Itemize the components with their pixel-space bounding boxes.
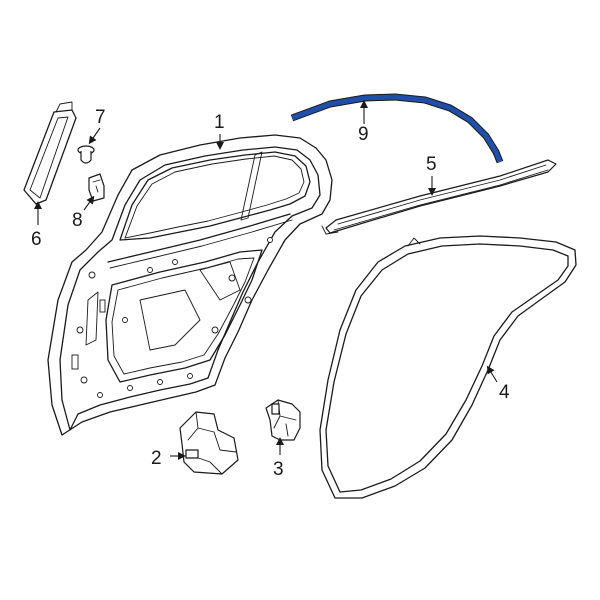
rear-door-shell: [47, 134, 333, 436]
belt-molding: [321, 159, 557, 235]
door-seal: [319, 235, 577, 499]
callout-5: 5: [426, 154, 437, 175]
door-weatherstrip-highlighted: [290, 93, 504, 164]
small-bracket: [88, 173, 105, 202]
leader-lines: [34, 100, 498, 460]
clip-fastener: [77, 145, 95, 164]
callout-2: 2: [151, 448, 162, 469]
callout-1: 1: [214, 112, 225, 133]
callout-7: 7: [95, 107, 106, 128]
callout-labels: 1 2 3 4 5 6 7 8 9: [31, 107, 510, 480]
latch-actuator: [179, 411, 239, 475]
check-strap-bracket: [265, 399, 301, 441]
callout-8: 8: [72, 210, 83, 231]
callout-3: 3: [273, 459, 284, 480]
callout-6: 6: [31, 229, 42, 250]
callout-4: 4: [499, 382, 510, 403]
pillar-applique: [23, 101, 77, 205]
callout-9: 9: [358, 124, 369, 145]
